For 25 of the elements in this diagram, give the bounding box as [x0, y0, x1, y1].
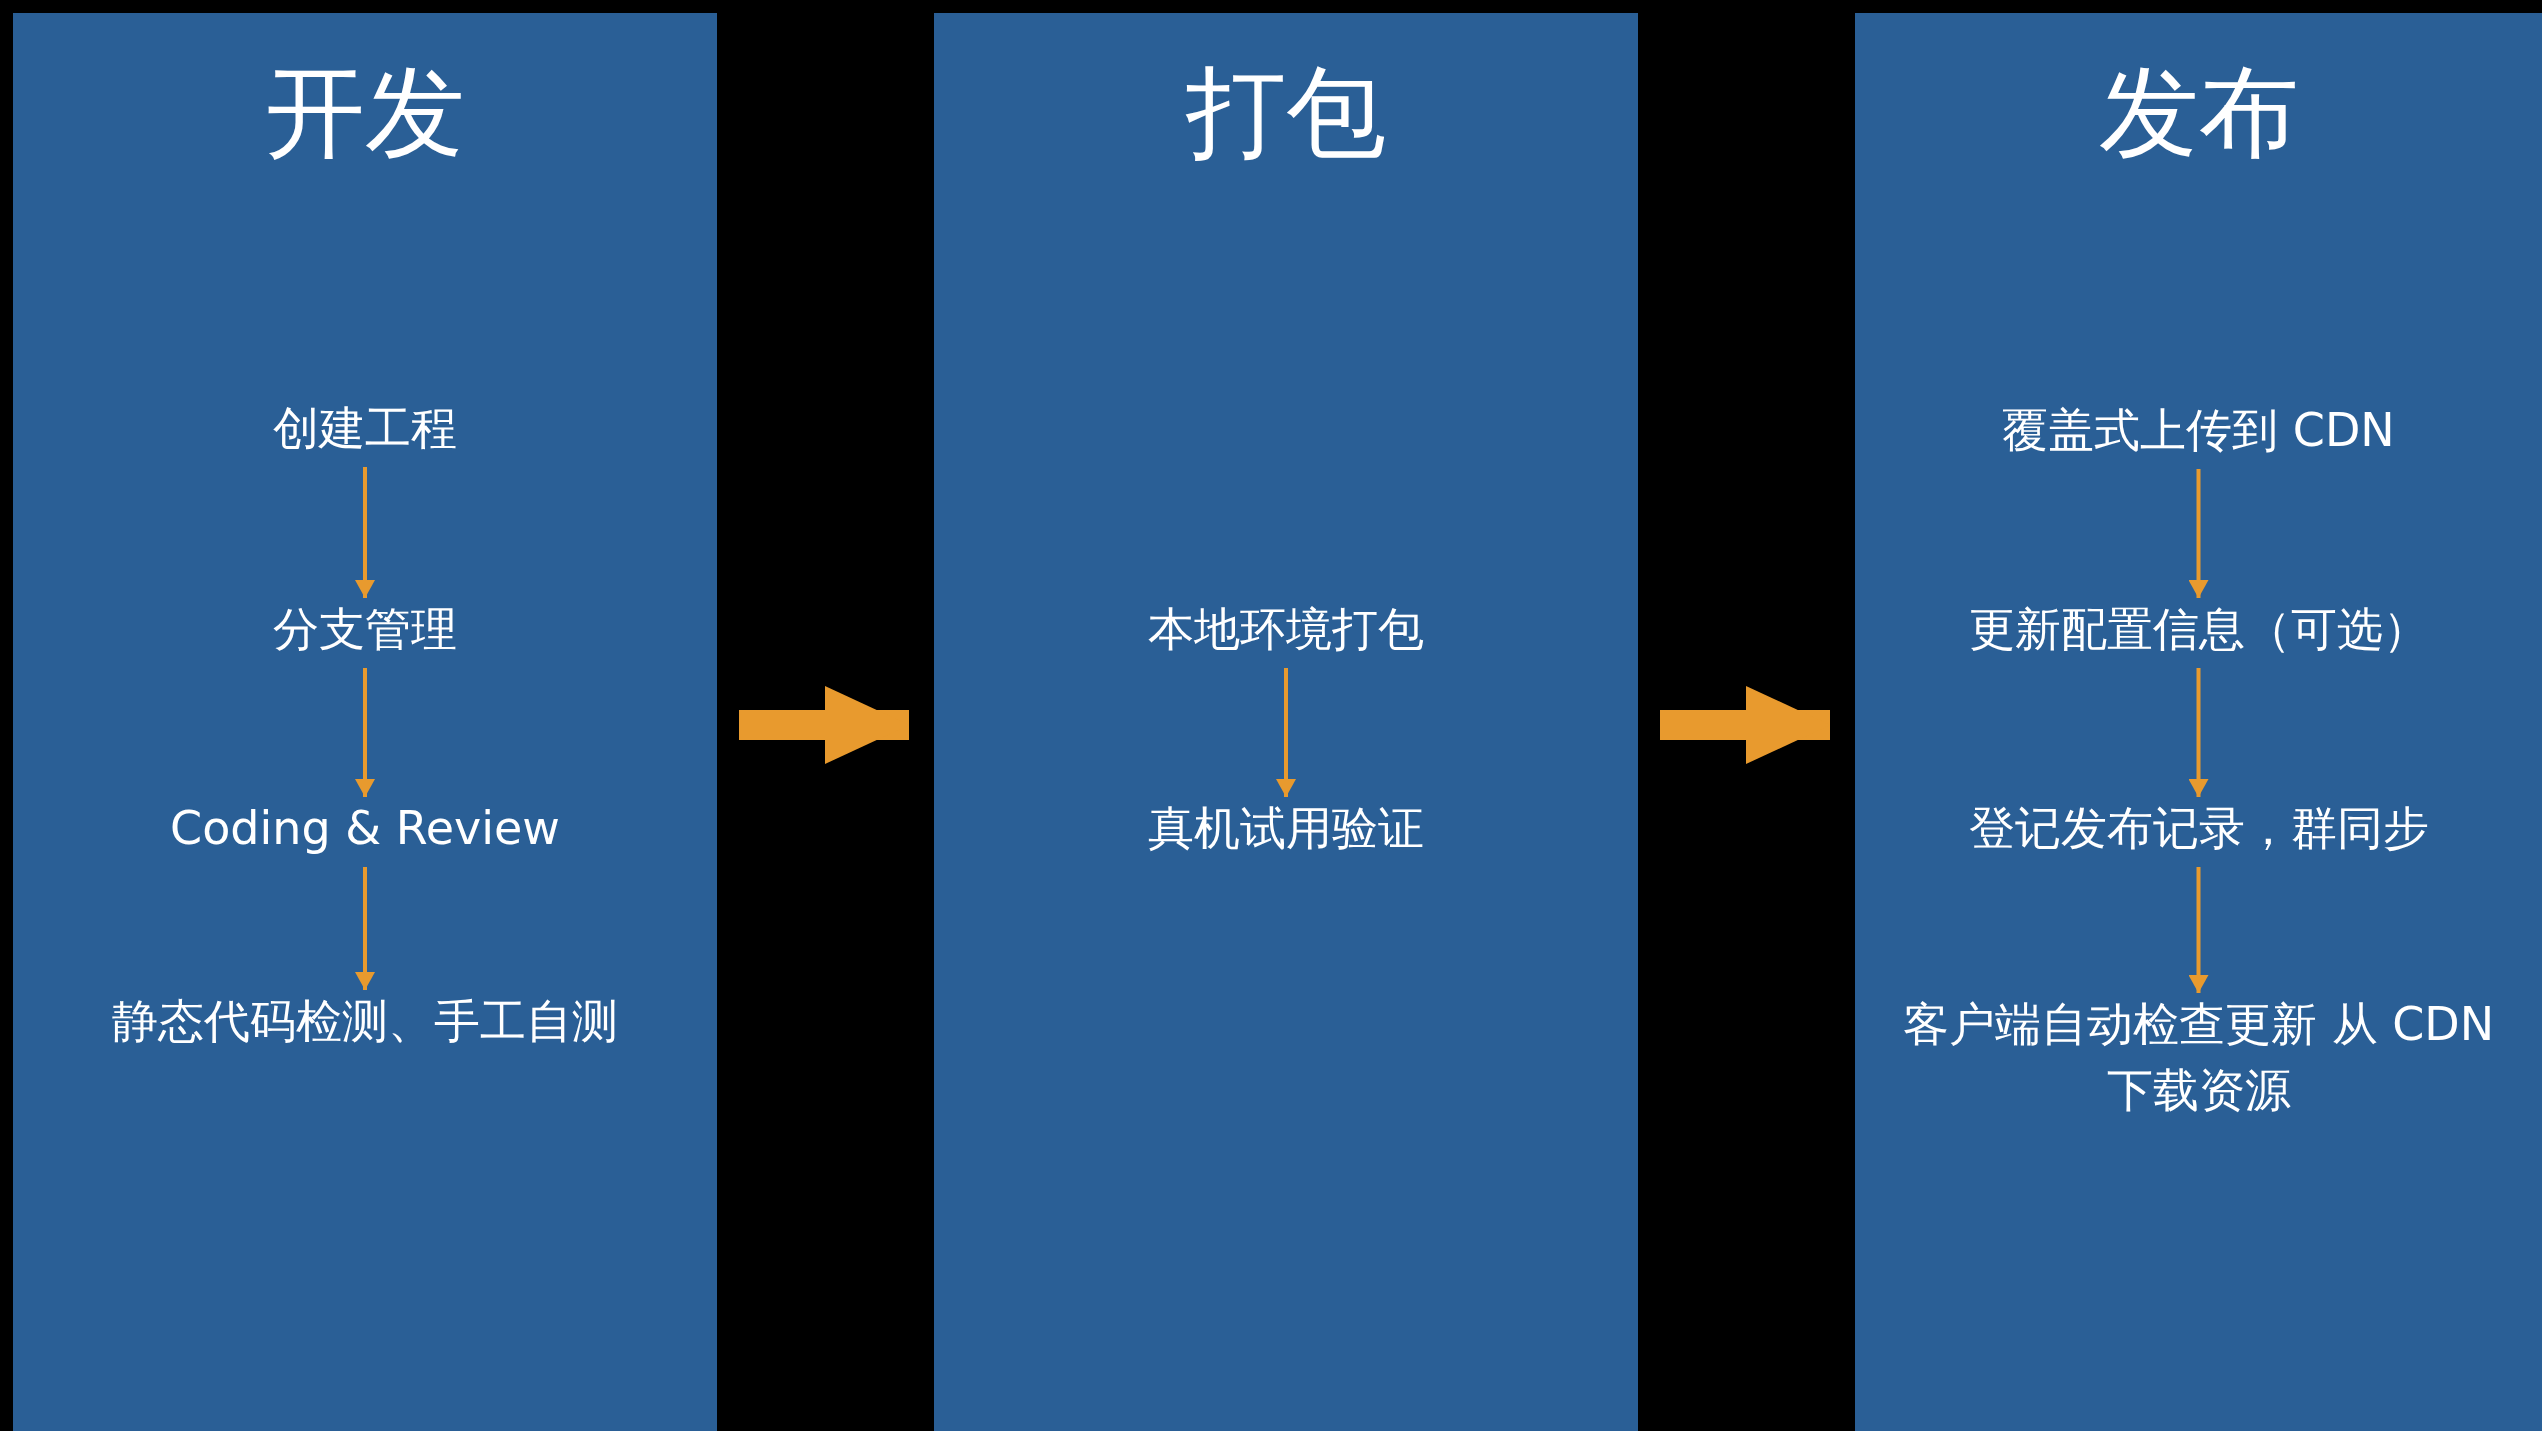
step-text: 分支管理	[273, 596, 457, 662]
stage-title: 打包	[1185, 53, 1387, 173]
arrow	[355, 668, 375, 797]
arrow	[1276, 668, 1296, 797]
arrow	[2188, 867, 2209, 993]
arrow	[355, 867, 375, 990]
stage-panel	[1855, 13, 2542, 1431]
step-text: 更新配置信息（可选）	[1968, 596, 2429, 662]
arrow	[2188, 668, 2209, 797]
stage-panel	[934, 13, 1638, 1431]
stage-title: 开发	[264, 53, 466, 173]
step-text: 客户端自动检查更新 从 CDN 下载资源	[1888, 991, 2509, 1123]
step-text: 登记发布记录，群同步	[1968, 795, 2429, 861]
arrow	[355, 467, 375, 598]
step-text: 覆盖式上传到 CDN	[2002, 397, 2395, 463]
stage-panel	[13, 13, 717, 1431]
step-text: 静态代码检测、手工自测	[112, 988, 618, 1054]
step-text: Coding & Review	[170, 795, 560, 861]
step-text: 真机试用验证	[1148, 795, 1424, 861]
step-text: 创建工程	[273, 395, 457, 461]
stage-title: 发布	[2097, 53, 2300, 173]
arrow	[1660, 686, 1830, 764]
arrow	[739, 686, 909, 764]
step-text: 本地环境打包	[1148, 596, 1424, 662]
arrow	[2188, 469, 2209, 598]
